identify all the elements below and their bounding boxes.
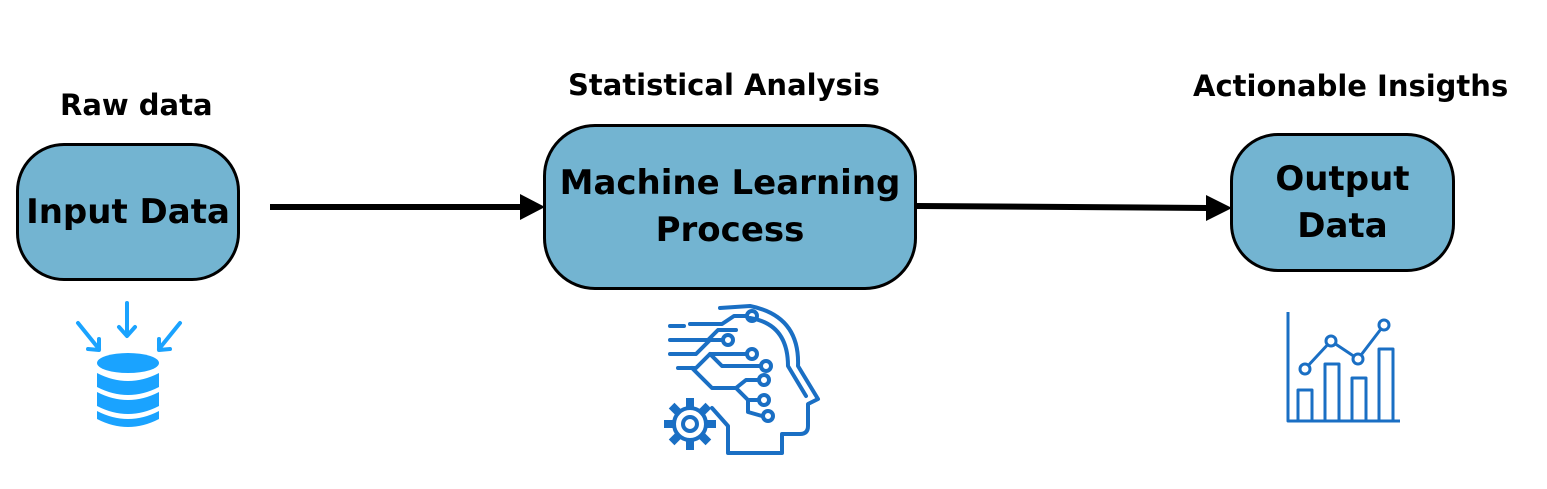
ml-process-title-line2: Process (655, 210, 805, 250)
bar-line-chart-icon (1286, 312, 1400, 423)
ml-process-node: Machine Learning Process (543, 124, 917, 290)
process-caption: Statistical Analysis (568, 68, 880, 102)
ml-process-title-line1: Machine Learning (559, 163, 901, 203)
input-caption: Raw data (60, 88, 213, 122)
arrowhead-output (1206, 195, 1232, 221)
database-icon (76, 301, 182, 427)
ai-head-gear-icon (664, 304, 820, 455)
input-data-title: Input Data (26, 191, 230, 232)
output-caption: Actionable Insigths (1193, 69, 1509, 103)
arrowhead-process (520, 194, 545, 220)
output-data-title-line2: Data (1297, 205, 1388, 246)
output-data-node: Output Data (1230, 133, 1455, 272)
input-data-node: Input Data (16, 143, 240, 281)
arrow-process-to-output (916, 203, 1209, 211)
output-data-title-line1: Output (1275, 158, 1410, 199)
